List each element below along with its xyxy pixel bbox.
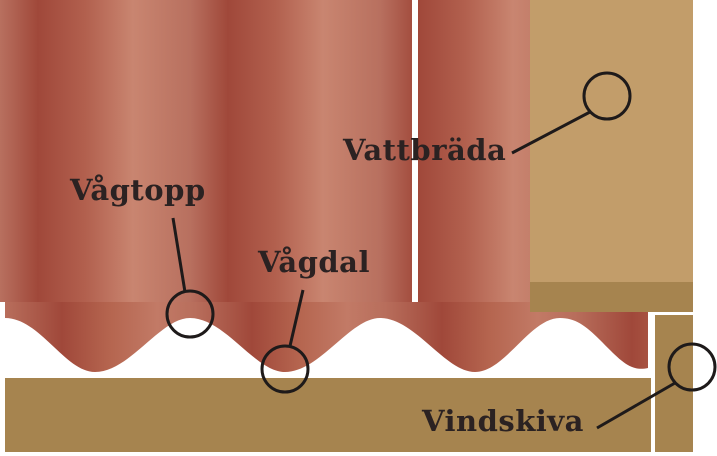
vattbrada-board-edge [530,282,693,312]
label-vagtopp: Vågtopp [70,173,206,207]
vagtopp-callout-circle [165,289,215,339]
vattbrada-board [530,0,693,282]
label-vattbrada: Vattbräda [343,133,507,167]
vattbrada-callout-line [511,110,591,155]
label-vagdal: Vågdal [258,245,370,279]
label-vindskiva: Vindskiva [422,404,584,438]
vagdal-callout-circle [260,344,310,394]
vindskiva-callout-circle [667,342,717,392]
horizontal-board [5,378,651,452]
vindskiva-callout-line [596,381,676,430]
roof-sheet-edge [418,0,530,302]
corrugated-profile [5,302,648,372]
vagtopp-callout-line [171,217,187,293]
vattbrada-callout-circle [582,71,632,121]
vagdal-callout-line [288,289,305,347]
roof-sheet-main [0,0,412,302]
